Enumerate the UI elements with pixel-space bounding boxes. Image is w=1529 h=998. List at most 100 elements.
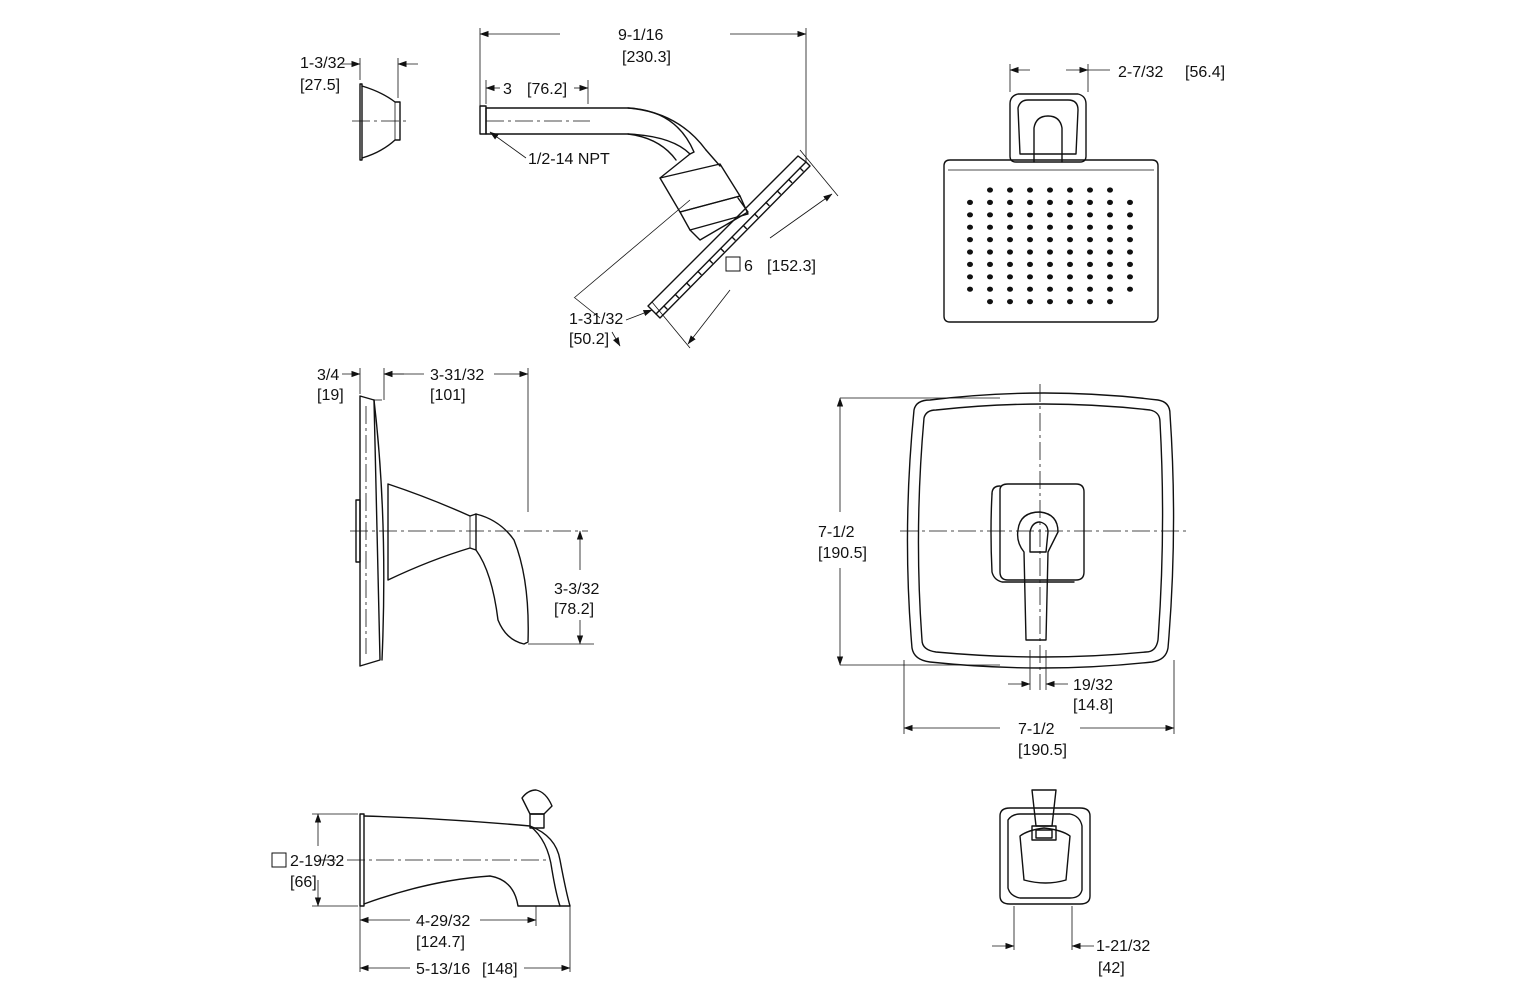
spray-nozzle [674,293,680,299]
spray-hole [1127,286,1133,292]
spray-hole [967,274,973,280]
dim-trim-depth-metric: [19] [317,387,344,404]
spray-hole [1107,237,1113,243]
dim-plate-height-imperial: 7-1/2 [818,524,855,541]
dim-spout-height-imperial: 2-19/32 [290,853,344,870]
dim-spout-reach-metric: [124.7] [416,934,465,951]
shower-arm-side-view [479,28,749,231]
spray-hole [967,224,973,230]
spray-hole [1067,261,1073,267]
spray-hole [1047,274,1053,280]
dim-head-front-width-imperial: 2-7/32 [1118,64,1163,81]
spray-hole [1127,199,1133,205]
spray-hole [987,187,993,193]
spray-hole [1007,199,1013,205]
dim-arm-reach: 9-1/16 [230.3] [479,27,807,66]
square-symbol-icon [725,256,741,272]
spray-hole [987,299,993,305]
spray-hole [1087,199,1093,205]
spray-hole [1007,249,1013,255]
spray-hole [987,274,993,280]
dim-trim-depth-imperial: 3/4 [317,367,339,384]
valve-trim-front-view [840,384,1190,734]
tub-spout-front-view [999,789,1091,950]
spray-hole [1047,224,1053,230]
spray-hole [967,212,973,218]
spray-hole [1127,249,1133,255]
valve-trim-side-view [350,368,594,667]
dim-arm-reach-imperial: 9-1/16 [618,27,663,44]
spray-hole [1027,261,1033,267]
spray-hole [987,224,993,230]
dim-handle-width-imperial: 19/32 [1073,677,1113,694]
dim-head-front-width: 2-7/32 [56.4] [1009,64,1225,81]
spray-hole [1047,261,1053,267]
dim-spout-front-width: 1-21/32 [42] [992,938,1150,977]
spray-hole [1067,237,1073,243]
spray-nozzle [663,305,668,310]
spray-nozzle [742,224,748,230]
dim-head-size-imperial: 6 [744,258,753,275]
shower-head-front-view [943,64,1159,323]
spray-hole [1067,299,1073,305]
spray-hole [1027,249,1033,255]
spray-hole [1027,224,1033,230]
dim-spout-height: 2-19/32 [66] [271,813,344,907]
spray-nozzle [799,167,804,172]
spray-hole [1107,249,1113,255]
dim-arm-length-imperial: 3 [503,81,512,98]
spray-hole [987,199,993,205]
spray-hole [1047,187,1053,193]
spray-hole [1127,212,1133,218]
dim-plate-width: 7-1/2 [190.5] [903,721,1175,759]
dim-spout-length-imperial: 5-13/16 [416,961,470,978]
spray-hole [1067,224,1073,230]
dim-spout-height-metric: [66] [290,874,317,891]
spray-hole [1027,237,1033,243]
spray-hole [1027,274,1033,280]
spray-hole [1107,286,1113,292]
spray-hole [1087,261,1093,267]
spray-hole [1027,187,1033,193]
spray-hole [1067,199,1073,205]
dim-spout-front-width-imperial: 1-21/32 [1096,938,1150,955]
spray-hole [987,261,993,267]
spray-nozzle [753,213,759,218]
dim-thread-label: 1/2-14 NPT [528,151,610,168]
spray-hole [1007,237,1013,243]
dim-handle-drop: 3-3/32 [78.2] [554,530,599,645]
spray-hole [1107,299,1113,305]
dim-spout-reach-imperial: 4-29/32 [416,913,470,930]
spray-hole [1107,187,1113,193]
dim-escutcheon-depth-imperial: 1-3/32 [300,55,345,72]
dim-plate-height: 7-1/2 [190.5] [818,397,867,666]
dim-spout-length: 5-13/16 [148] [359,961,571,978]
spray-hole [1087,274,1093,280]
spray-hole [1007,261,1013,267]
spray-nozzle [685,282,691,287]
spray-hole [1087,299,1093,305]
spray-hole [1007,299,1013,305]
spray-hole [1107,274,1113,280]
spray-hole [1047,237,1053,243]
dim-handle-drop-imperial: 3-3/32 [554,581,599,598]
spray-hole [987,237,993,243]
shower-head-side-view [647,28,811,319]
spray-hole [1107,261,1113,267]
spray-hole [967,249,973,255]
spray-hole [1067,249,1073,255]
dim-head-size-metric: [152.3] [767,258,816,275]
spray-hole [1047,299,1053,305]
spray-hole [967,261,973,267]
dim-head-depth-imperial: 1-31/32 [569,311,623,328]
dim-handle-projection-metric: [101] [430,387,466,404]
spray-hole [1087,249,1093,255]
spray-hole [1007,274,1013,280]
spray-hole [1087,237,1093,243]
spray-hole [1067,286,1073,292]
spray-nozzle [719,247,725,253]
spray-hole [1047,212,1053,218]
spray-hole [1027,199,1033,205]
spray-hole [987,212,993,218]
